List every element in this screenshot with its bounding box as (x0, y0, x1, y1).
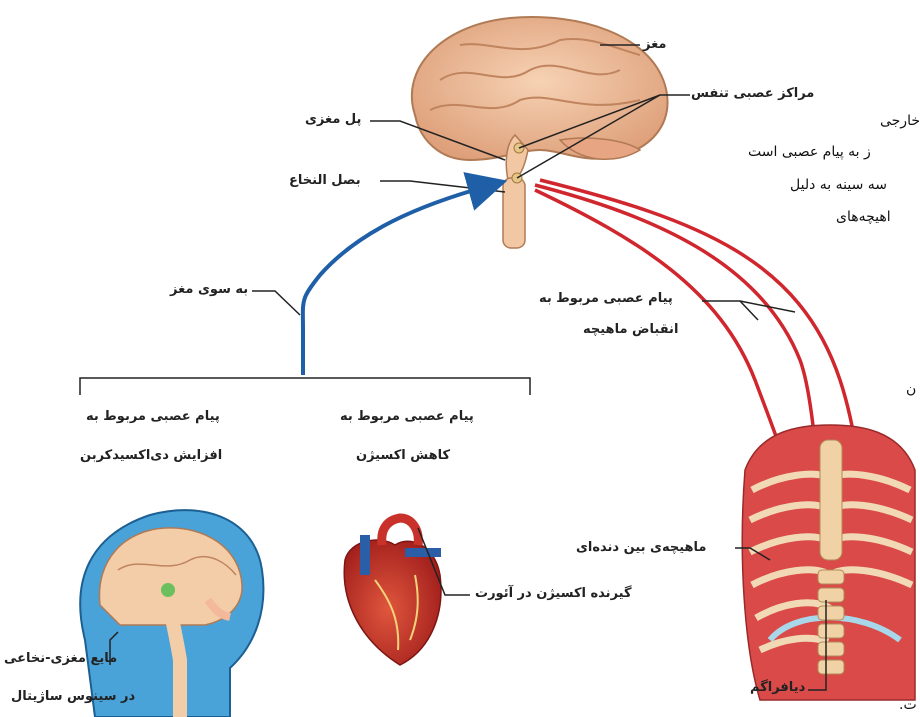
label-co2-message-2: افزایش دی‌اکسیدکربن (80, 449, 222, 462)
label-respiratory-centers: مراکز عصبی تنفس (691, 87, 814, 100)
label-csf-1: مایع مغزی-نخاعی (4, 652, 117, 665)
label-brain: مغز (643, 38, 666, 51)
bg-text-line1: خارجی (880, 114, 920, 128)
bg-text-line6: ت. (899, 698, 917, 712)
label-intercostal-muscle: ماهیچه‌ی بین دنده‌ای (576, 541, 706, 554)
label-o2-message-1: پیام عصبی مربوط به (340, 410, 474, 423)
label-to-brain: به سوی مغز (170, 283, 248, 296)
label-o2-message-2: کاهش اکسیژن (356, 449, 450, 462)
csf-head-illustration (80, 510, 263, 717)
label-motor-message-1: پیام عصبی مربوط به (539, 292, 673, 305)
label-pons: پل مغزی (305, 113, 361, 126)
label-csf-2: در سینوس ساژیتال (11, 690, 135, 703)
bg-text-line5: ن (906, 382, 916, 396)
bg-text-line4: اهیچه‌های (836, 210, 891, 224)
label-co2-message-1: پیام عصبی مربوط به (86, 410, 220, 423)
bg-text-line2: ز به پیام عصبی است (748, 145, 871, 159)
label-motor-message-2: انقباض ماهیچه (583, 323, 678, 336)
label-diaphragm: دیافراگم (750, 681, 805, 694)
ribcage-illustration (742, 425, 915, 700)
label-aorta-receptor: گیرنده اکسیژن در آئورت (475, 587, 632, 600)
heart-illustration (344, 518, 441, 665)
label-medulla: بصل النخاع (289, 174, 361, 187)
bg-text-line3: سه سینه به دلیل (790, 178, 887, 192)
